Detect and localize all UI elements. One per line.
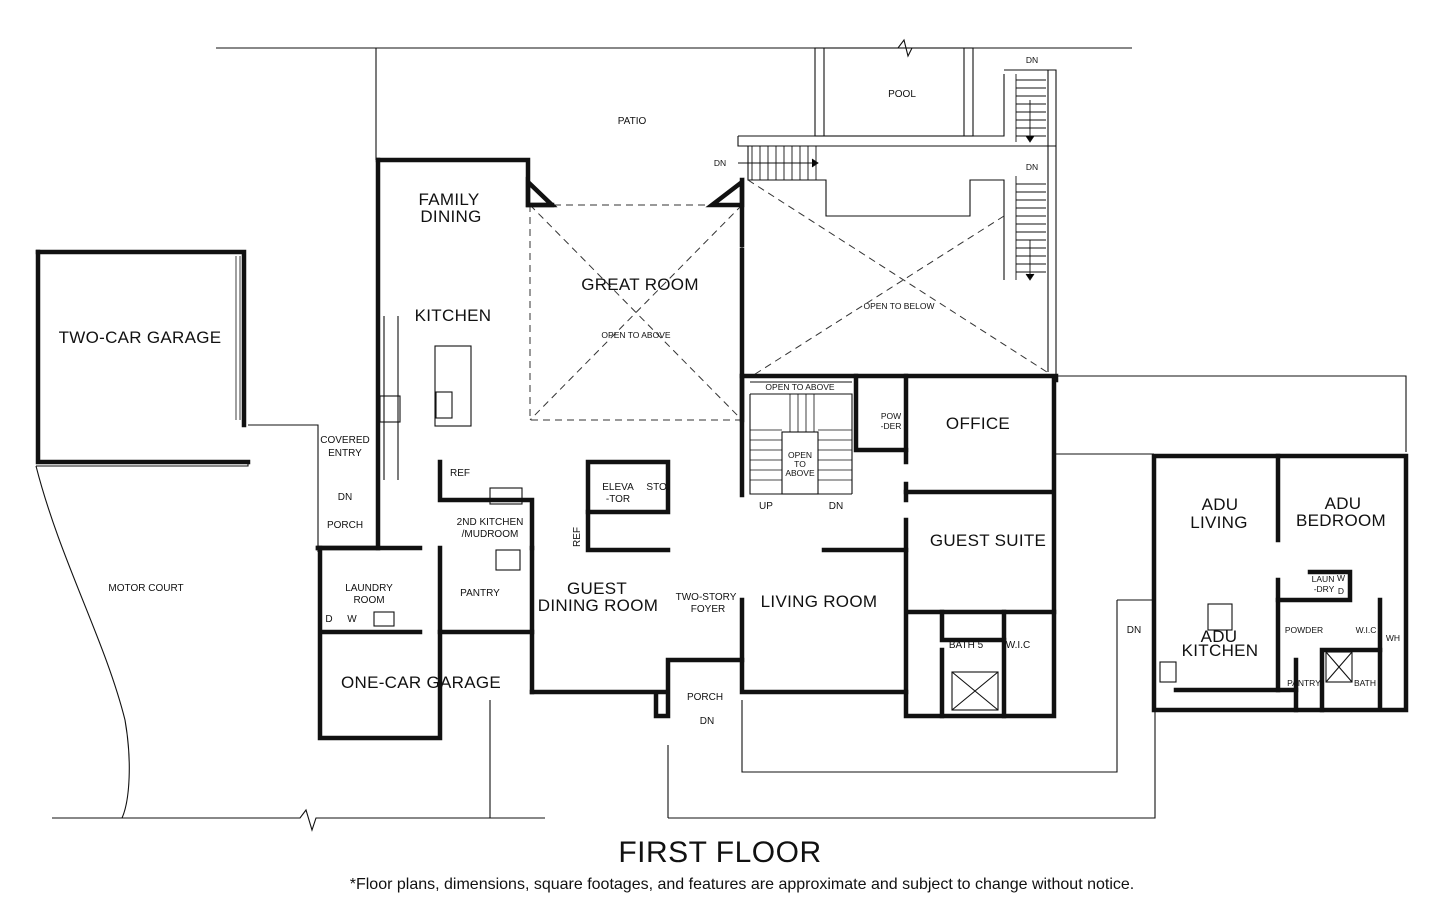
site-lines	[35, 38, 1156, 832]
label-adu-wh: WH	[1386, 633, 1400, 643]
label-porch-left: PORCH	[327, 520, 363, 531]
label-one-car-garage: ONE-CAR GARAGE	[341, 673, 501, 692]
label-office: OFFICE	[946, 414, 1010, 433]
label-dn-porch: DN	[700, 716, 714, 727]
label-dn-stair: DN	[829, 501, 843, 512]
label-laundry-d: D	[325, 614, 332, 625]
label-elevator-2: -TOR	[606, 494, 630, 505]
label-laundry-2: ROOM	[353, 595, 384, 606]
label-up: UP	[759, 501, 773, 512]
label-adu-pantry: PANTRY	[1287, 678, 1321, 688]
label-patio: PATIO	[618, 116, 647, 127]
label-ref-1: REF	[450, 468, 470, 479]
label-dn-pool: DN	[1026, 55, 1038, 65]
label-covered-entry-2: ENTRY	[328, 448, 362, 459]
label-porch-front: PORCH	[687, 692, 723, 703]
label-laundry-1: LAUNDRY	[345, 583, 393, 594]
two-car-garage-walls	[35, 249, 251, 465]
label-family-dining-2: DINING	[420, 207, 481, 226]
main-house-walls	[315, 157, 1059, 741]
label-covered-entry-1: COVERED	[320, 435, 369, 446]
label-stair-open-2: TO	[794, 459, 806, 469]
label-open-to-above-stair: OPEN TO ABOVE	[765, 382, 834, 392]
floor-title: FIRST FLOOR	[618, 836, 822, 869]
label-living-room: LIVING ROOM	[761, 592, 878, 611]
label-foyer-1: TWO-STORY	[676, 592, 737, 603]
label-adu-laundry-2: -DRY	[1314, 584, 1335, 594]
label-pool: POOL	[888, 89, 916, 100]
label-motor-court: MOTOR COURT	[108, 583, 183, 594]
label-dn-adu: DN	[1127, 625, 1141, 636]
label-family-dining-1: FAMILY	[418, 190, 479, 209]
label-pantry: PANTRY	[460, 588, 500, 599]
label-adu-w: W	[1337, 573, 1345, 583]
label-guest-dining-1: GUEST	[567, 579, 627, 598]
label-storage: STO.	[646, 482, 669, 493]
label-guest-suite: GUEST SUITE	[930, 531, 1046, 550]
label-dn-right-stair: DN	[1026, 162, 1038, 172]
label-bath5: BATH 5	[949, 640, 984, 651]
label-kitchen: KITCHEN	[415, 306, 492, 325]
room-labels: POOL PATIO DN DN DN FAMILY DINING KITCHE…	[59, 55, 1401, 727]
label-adu-bedroom-2: BEDROOM	[1296, 511, 1386, 530]
label-powder-1: POW	[881, 411, 901, 421]
label-stair-open-1: OPEN	[788, 450, 812, 460]
label-adu-living-1: ADU	[1202, 495, 1239, 514]
label-adu-kitchen-2: KITCHEN	[1182, 641, 1259, 660]
label-adu-powder: POWDER	[1285, 625, 1323, 635]
label-adu-bath: BATH	[1354, 678, 1376, 688]
great-room-open-area	[529, 204, 743, 421]
label-adu-living-2: LIVING	[1190, 513, 1248, 532]
label-adu-laundry-1: LAUN	[1312, 574, 1335, 584]
label-adu-d: D	[1338, 586, 1344, 596]
label-elevator-1: ELEVA	[602, 482, 634, 493]
label-ref-2: REF	[572, 527, 583, 547]
label-adu-bedroom-1: ADU	[1325, 494, 1362, 513]
adu-walls	[951, 375, 1409, 713]
label-dn-entry: DN	[338, 492, 352, 503]
label-two-car-garage: TWO-CAR GARAGE	[59, 328, 222, 347]
open-to-below-area	[747, 179, 1051, 377]
label-dn-deck: DN	[714, 158, 726, 168]
label-wic: W.I.C	[1006, 640, 1030, 651]
kitchen-fixtures	[373, 316, 523, 627]
label-2nd-kitchen-2: /MUDROOM	[462, 529, 519, 540]
label-open-to-below: OPEN TO BELOW	[863, 301, 934, 311]
label-laundry-w: W	[347, 614, 357, 625]
label-guest-dining-2: DINING ROOM	[538, 596, 658, 615]
pool-area	[737, 47, 1057, 380]
label-great-room: GREAT ROOM	[581, 275, 699, 294]
label-open-to-above-great: OPEN TO ABOVE	[601, 330, 670, 340]
label-powder-2: -DER	[881, 421, 902, 431]
central-stair	[749, 381, 853, 495]
disclaimer-text: *Floor plans, dimensions, square footage…	[349, 876, 1135, 893]
label-adu-kitchen-1: ADU	[1201, 627, 1238, 646]
label-foyer-2: FOYER	[691, 604, 725, 615]
label-adu-wic: W.I.C	[1356, 625, 1377, 635]
label-2nd-kitchen-1: 2ND KITCHEN	[457, 517, 524, 528]
label-stair-open-3: ABOVE	[785, 468, 815, 478]
